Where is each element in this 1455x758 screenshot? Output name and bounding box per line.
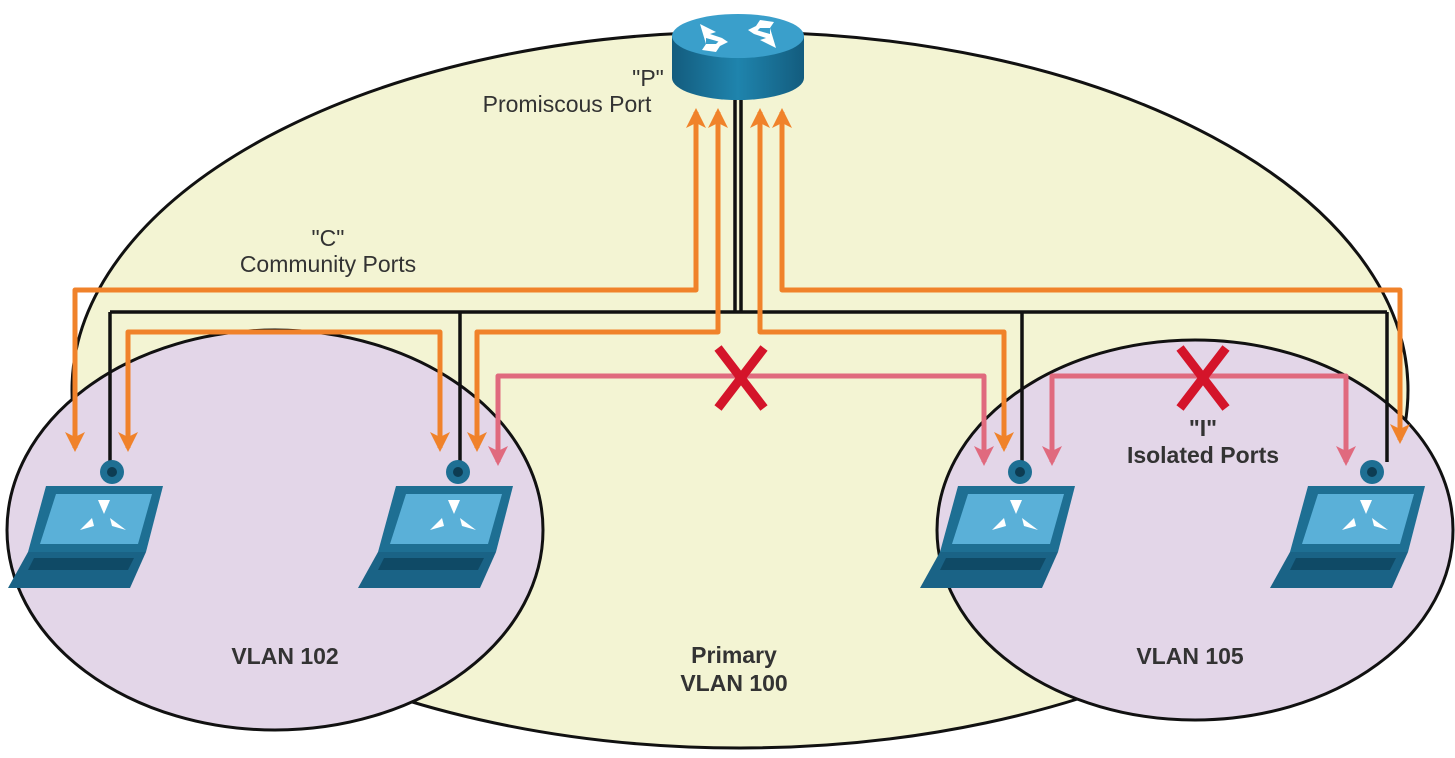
x-block-icon: [714, 345, 768, 411]
primary-vlan-label-line2: VLAN 100: [680, 670, 787, 696]
flow-router-laptop-4: [772, 108, 1410, 444]
isolated-ports-code: "I": [1189, 415, 1217, 441]
laptop-icon[interactable]: [1270, 460, 1425, 588]
laptop-icon[interactable]: [8, 460, 163, 588]
community-ports-label: Community Ports: [240, 251, 416, 277]
router-icon[interactable]: [672, 14, 804, 100]
promiscuous-port-label: Promiscous Port: [483, 91, 652, 117]
allowed-flows: [65, 108, 1410, 452]
community-ports-code: "C": [312, 225, 345, 251]
flow-laptop1-laptop2: [118, 329, 450, 452]
x-block-icon: [1176, 345, 1230, 411]
laptop-icon[interactable]: [920, 460, 1075, 588]
primary-vlan-label-line1: Primary: [691, 642, 777, 668]
vlan-105-label: VLAN 105: [1136, 643, 1244, 669]
promiscuous-port-code: "P": [632, 65, 664, 91]
flow-router-laptop-2: [467, 108, 728, 452]
isolated-ports-label: Isolated Ports: [1127, 442, 1279, 468]
laptop-icon[interactable]: [358, 460, 513, 588]
vlan-102-label: VLAN 102: [231, 643, 338, 669]
